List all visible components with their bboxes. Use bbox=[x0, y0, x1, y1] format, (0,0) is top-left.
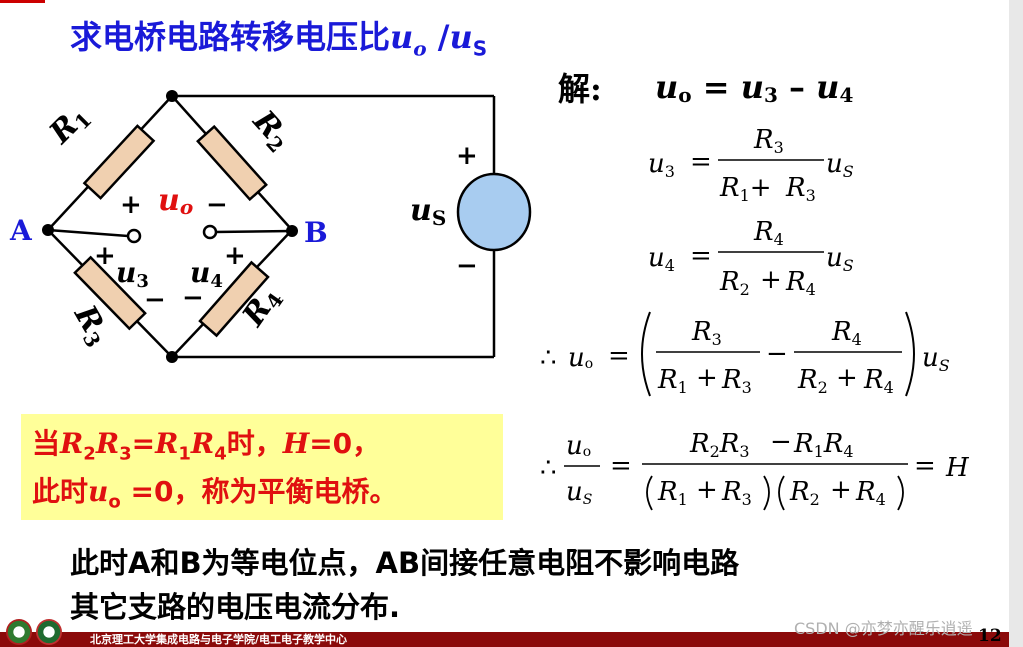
svg-text:=: = bbox=[690, 241, 712, 271]
svg-text:=: = bbox=[690, 147, 712, 177]
label-r2: R2 bbox=[244, 103, 298, 157]
footer-bar bbox=[0, 632, 1009, 647]
eq-transfer-ratio: ∴ uo uS = R2R3 − R1R4 R1 + R3 R2 + R4 = … bbox=[540, 427, 970, 511]
u4-plus-sign: + bbox=[224, 241, 246, 271]
title-uo: u bbox=[390, 18, 414, 56]
solution-equations: 解: uo = u3 – u4 u3 = R3 R1+ R3 uS u4 = R… bbox=[540, 68, 970, 511]
resistor-r2 bbox=[196, 124, 268, 202]
svg-text:R4: R4 bbox=[753, 217, 784, 249]
svg-text:R4: R4 bbox=[863, 365, 894, 397]
svg-text:−: − bbox=[766, 339, 788, 369]
svg-text:=: = bbox=[914, 451, 936, 481]
svg-text:=: = bbox=[608, 341, 630, 371]
resistor-r3 bbox=[73, 255, 147, 331]
svg-text:uS: uS bbox=[922, 343, 950, 375]
bridge-circuit-diagram: R1 R2 R3 R4 A B uo + − + − + − + − u3 u4… bbox=[9, 90, 532, 363]
footer-text: 北京理工大学集成电路与电子学院/电工电子教学中心 bbox=[90, 633, 348, 646]
top-accent-mark bbox=[0, 0, 45, 3]
resistor-r1 bbox=[82, 124, 156, 200]
label-u3: u3 bbox=[116, 256, 149, 292]
svg-text:uo: uo bbox=[568, 343, 593, 373]
svg-text:∴: ∴ bbox=[540, 343, 557, 373]
svg-text:+: + bbox=[836, 363, 858, 393]
svg-text:R3: R3 bbox=[785, 173, 816, 205]
svg-text:+: + bbox=[830, 475, 852, 505]
svg-text:R3: R3 bbox=[721, 477, 752, 509]
svg-text:+: + bbox=[696, 363, 718, 393]
svg-text:R1+: R1+ bbox=[719, 173, 772, 205]
svg-text:H: H bbox=[945, 453, 970, 483]
svg-text:uS: uS bbox=[826, 243, 854, 275]
svg-text:R3: R3 bbox=[691, 317, 722, 349]
uo-minus-sign: − bbox=[206, 190, 228, 220]
svg-text:R2: R2 bbox=[797, 365, 828, 397]
resistor-r4 bbox=[198, 260, 270, 338]
svg-text:R2: R2 bbox=[789, 477, 820, 509]
svg-text:∴: ∴ bbox=[540, 453, 557, 483]
svg-text:+: + bbox=[696, 475, 718, 505]
page-number: 12 bbox=[978, 626, 1002, 646]
eq-u3: u3 = R3 R1+ R3 uS bbox=[648, 125, 854, 205]
conclusion-line-2: 其它支路的电压电流分布. bbox=[70, 590, 401, 624]
svg-text:R2: R2 bbox=[719, 267, 750, 299]
svg-text:+: + bbox=[760, 265, 782, 295]
node-a-label: A bbox=[9, 214, 33, 247]
svg-text:R1: R1 bbox=[657, 365, 688, 397]
terminal-left bbox=[126, 228, 142, 244]
jie-label: 解: bbox=[558, 70, 602, 108]
highlight-box bbox=[21, 414, 503, 520]
svg-text:u4: u4 bbox=[648, 243, 675, 275]
svg-text:R1R4: R1R4 bbox=[793, 429, 854, 461]
svg-text:R4: R4 bbox=[855, 477, 886, 509]
svg-text:−: − bbox=[770, 427, 792, 457]
svg-text:uS: uS bbox=[566, 477, 592, 508]
terminal-right bbox=[202, 224, 218, 240]
svg-text:R3: R3 bbox=[721, 365, 752, 397]
conclusion-line-1: 此时A和B为等电位点，AB间接任意电阻不影响电路 bbox=[70, 546, 740, 580]
title-us: u bbox=[449, 18, 473, 56]
right-margin-strip bbox=[1009, 0, 1023, 647]
csdn-watermark: CSDN @亦梦亦醒乐逍遥 bbox=[794, 619, 973, 638]
svg-text:R4: R4 bbox=[785, 267, 816, 299]
label-r1: R1 bbox=[42, 98, 96, 152]
eq-uo-u3-u4: uo = u3 – u4 bbox=[655, 68, 853, 107]
title-text: 求电桥电路转移电压比 bbox=[70, 18, 391, 56]
svg-text:=: = bbox=[610, 451, 632, 481]
u4-minus-sign: − bbox=[182, 283, 204, 313]
node-b-label: B bbox=[304, 216, 328, 249]
svg-text:u3: u3 bbox=[648, 149, 675, 181]
highlight-line-2: 此时uo =0，称为平衡电桥。 bbox=[32, 475, 398, 513]
svg-text:uo: uo bbox=[566, 431, 591, 461]
u3-minus-sign: − bbox=[144, 285, 166, 315]
eq-u4: u4 = R4 R2 + R4 uS bbox=[648, 217, 854, 299]
svg-text:R2R3: R2R3 bbox=[689, 429, 750, 461]
label-u4: u4 bbox=[190, 256, 223, 292]
svg-text:uS: uS bbox=[826, 149, 854, 181]
university-logo-icon bbox=[6, 619, 32, 645]
svg-text:R1: R1 bbox=[657, 477, 688, 509]
us-minus-sign: − bbox=[456, 251, 478, 281]
slide-title: 求电桥电路转移电压比uo /uS bbox=[70, 18, 488, 61]
highlight-line-1: 当R2R3=R1R4时，H=0， bbox=[32, 427, 381, 465]
u3-plus-sign: + bbox=[94, 241, 116, 271]
svg-text:R4: R4 bbox=[831, 317, 862, 349]
label-uo: uo bbox=[158, 183, 193, 219]
eq-uo-expanded: ∴ uo = R3 R1 + R3 − R4 R2 + R4 uS bbox=[540, 311, 950, 397]
uo-plus-sign: + bbox=[120, 190, 142, 220]
school-logo-icon bbox=[36, 619, 62, 645]
label-us: uS bbox=[410, 193, 446, 230]
us-plus-sign: + bbox=[456, 141, 478, 171]
voltage-source-us bbox=[456, 172, 532, 252]
svg-text:R3: R3 bbox=[753, 125, 784, 157]
